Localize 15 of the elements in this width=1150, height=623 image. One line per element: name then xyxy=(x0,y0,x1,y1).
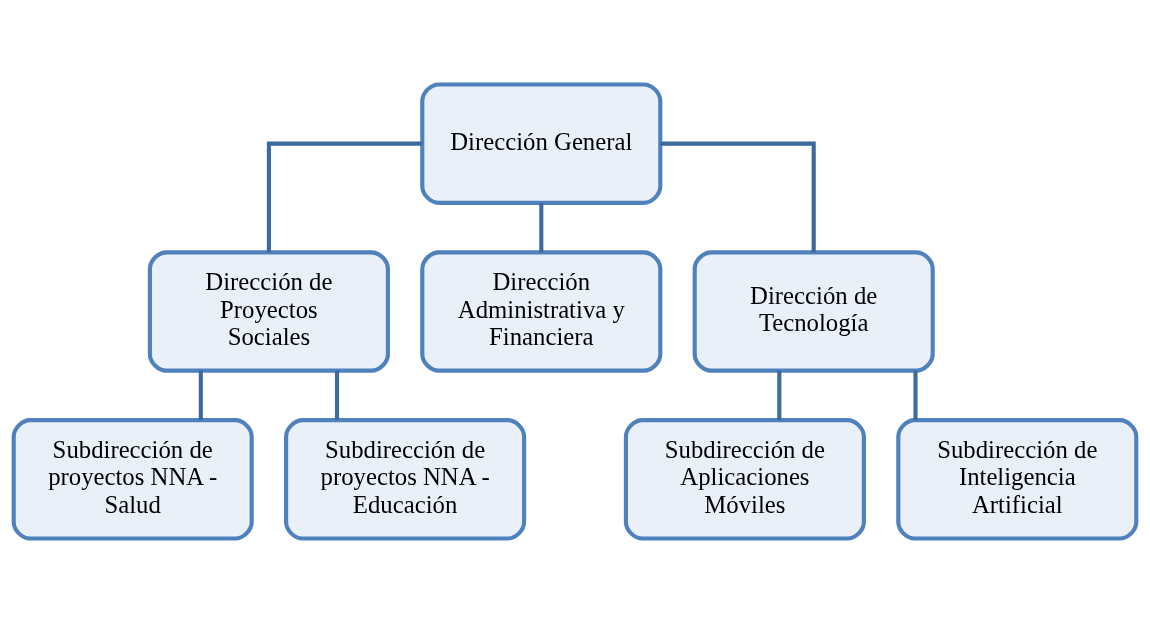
node-box: Subdirección de Inteligencia Artificial xyxy=(896,418,1139,541)
connector xyxy=(198,370,203,421)
node-box: Subdirección de Aplicaciones Móviles xyxy=(623,418,866,541)
connector xyxy=(334,370,340,421)
connector xyxy=(913,370,918,421)
node-box: Dirección Administrativa y Financiera xyxy=(420,250,663,373)
node-box: Subdirección de proyectos NNA - Educación xyxy=(284,418,527,541)
connector xyxy=(266,141,423,253)
node-box: Dirección de Tecnología xyxy=(692,250,935,373)
connector xyxy=(777,370,782,421)
node-box: Dirección General xyxy=(420,82,663,205)
connector xyxy=(660,141,816,253)
node-box: Subdirección de proyectos NNA - Salud xyxy=(11,418,254,541)
connector xyxy=(539,202,544,253)
node-box: Dirección de Proyectos Sociales xyxy=(147,250,390,373)
